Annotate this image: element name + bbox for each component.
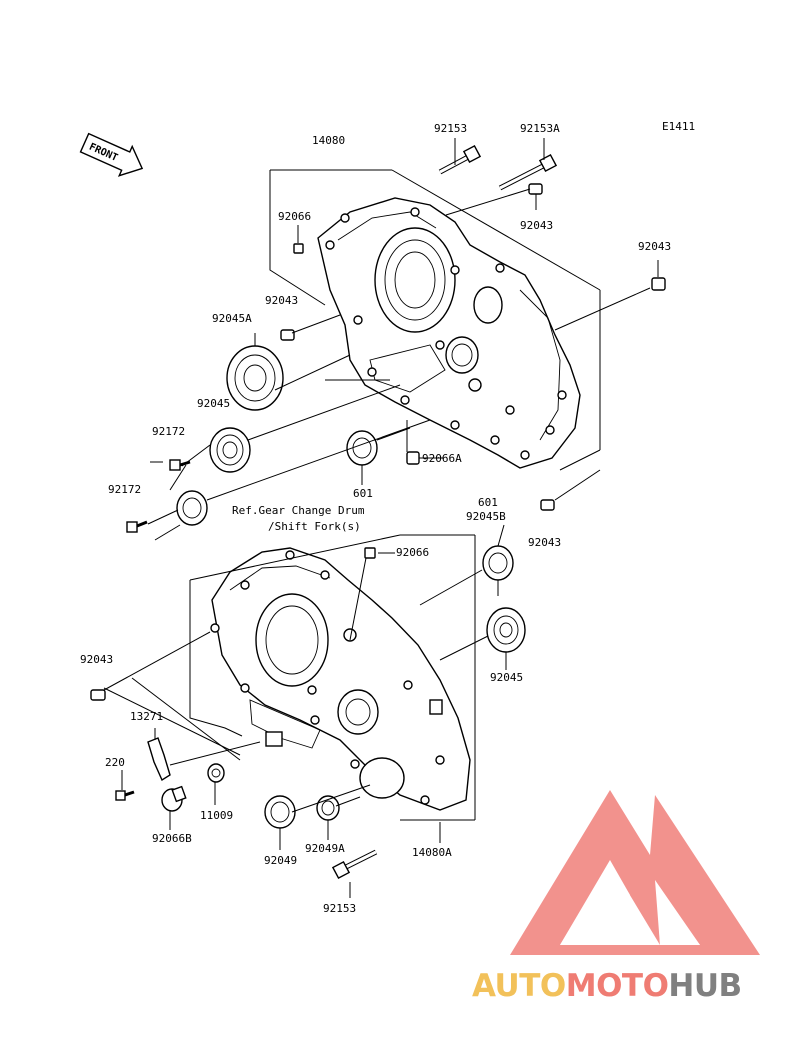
watermark-moto: MOTO [566,968,669,1004]
dowel-92043-a [528,183,543,195]
label-92066A: 92066A [422,452,462,465]
label-11009: 11009 [200,809,233,822]
label-220: 220 [105,756,125,769]
upper-crankcase [317,197,581,469]
label-92049A: 92049A [305,842,345,855]
label-92045B: 92045B [466,510,506,523]
bearing-ref-gear [176,490,208,526]
diagram-code: E1411 [662,120,695,133]
label-601-left: 601 [353,487,373,500]
dowel-92066-top [293,243,304,254]
label-92043-left: 92043 [80,653,113,666]
dowel-92043-d [540,499,555,511]
bearing-92045-left [209,427,251,473]
screw-92172-b [126,520,148,533]
label-92153A: 92153A [520,122,560,135]
bolt-92153-top [438,144,482,175]
leader-lines [103,138,659,898]
watermark-text: AUTOMOTOHUB [472,968,742,1004]
label-92172-b: 92172 [108,483,141,496]
label-92153-top: 92153 [434,122,467,135]
label-ref-line2: /Shift Fork(s) [268,520,361,533]
dowel-92066A [406,451,420,465]
label-92043-a: 92043 [520,219,553,232]
label-601-right: 601 [478,496,498,509]
bearing-92045B [482,545,514,581]
bolt-92153A [498,153,558,191]
label-13271: 13271 [130,710,163,723]
label-92066-mid: 92066 [396,546,429,559]
label-92066B: 92066B [152,832,192,845]
dowel-92043-c [280,329,295,341]
callout-labels: 14080 92153 92153A 92066 92043 92043 920… [80,122,671,915]
label-92043-b: 92043 [638,240,671,253]
bearing-92045-right [486,607,526,653]
label-92045-right: 92045 [490,671,523,684]
watermark-hub: HUB [668,968,741,1004]
screw-220 [115,790,135,801]
label-92043-c: 92043 [265,294,298,307]
label-92045A: 92045A [212,312,252,325]
label-92045-left: 92045 [197,397,230,410]
label-92043-d: 92043 [528,536,561,549]
plug-92066B [161,785,187,812]
dowel-92043-b [651,277,666,291]
label-14080: 14080 [312,134,345,147]
plate-13271 [147,737,171,782]
screw-92172-a [169,459,191,471]
front-arrow-icon: FRONT [79,132,144,177]
label-92049: 92049 [264,854,297,867]
label-14080A: 14080A [412,846,452,859]
watermark-auto: AUTO [472,968,566,1004]
automotohub-logo-icon [510,790,760,955]
label-92066-top: 92066 [278,210,311,223]
washer-11009 [207,763,225,783]
lower-crankcase [210,547,471,811]
label-92153-bottom: 92153 [323,902,356,915]
dowel-92066-mid [364,547,376,559]
dowel-92043-left [90,689,106,701]
bearing-92045A [226,345,284,411]
label-ref-line1: Ref.Gear Change Drum [232,504,365,517]
seal-92049 [264,795,296,829]
bolt-92153-bottom [331,849,378,880]
label-92172-a: 92172 [152,425,185,438]
